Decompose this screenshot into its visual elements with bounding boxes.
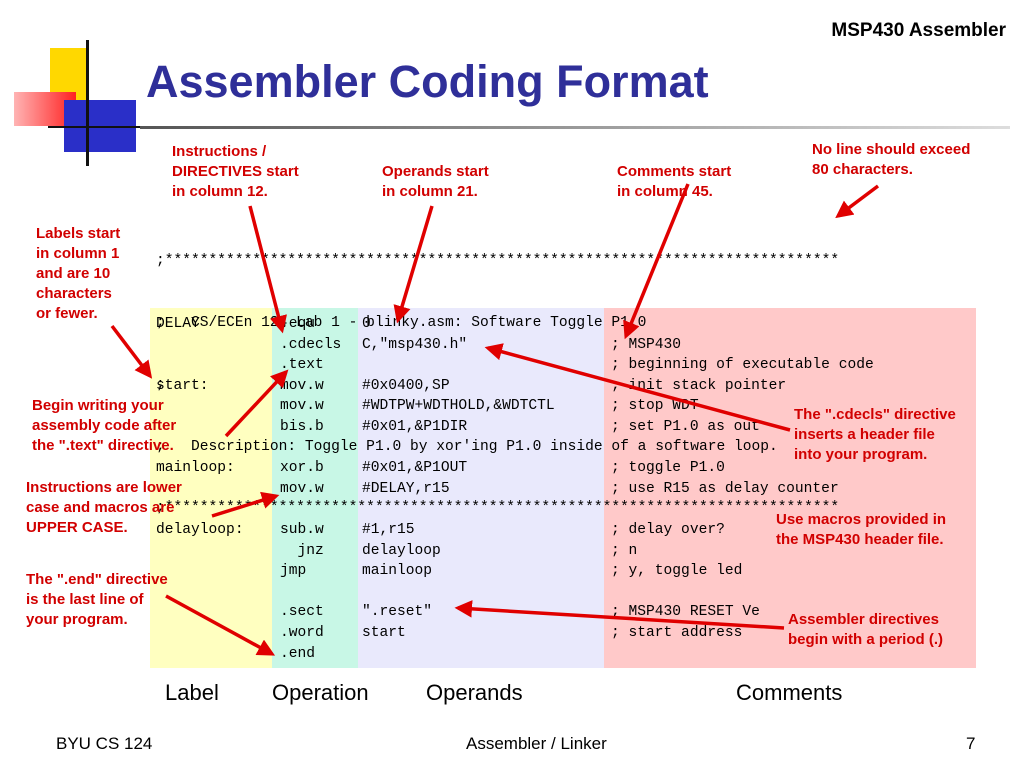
code-operation: jnz (280, 542, 324, 559)
code-line: DELAY .equ 0 (0, 314, 1024, 335)
code-operands: start (362, 625, 406, 641)
code-header-line: ;***************************************… (156, 500, 840, 517)
caption-comments: Comments (736, 680, 843, 705)
code-line: .sect ".reset" ; MSP430 RESET Ve (0, 602, 1024, 623)
code-label: start: (156, 377, 209, 394)
annotation-end-directive: The ".end" directive is the last line of… (26, 571, 168, 628)
code-comment: ; delay over? (611, 522, 725, 538)
code-header-comments: ;***************************************… (156, 210, 839, 540)
code-line: jmp mainloop ; y, toggle led (0, 561, 1024, 582)
arrow-lower-case (211, 491, 280, 518)
code-operation: .equ (280, 316, 316, 332)
arrow-to-comments (623, 183, 690, 340)
code-comment: ; MSP430 RESET Ve (611, 604, 760, 621)
code-line: bis.b #0x01,&P1DIR ; set P1.0 as out (0, 417, 1024, 438)
code-label: DELAY (156, 316, 200, 332)
code-operation: sub.w (280, 522, 324, 538)
arrow-to-instructions (248, 205, 287, 334)
code-comment: ; beginning of executable code (611, 357, 874, 374)
code-comment: ; use R15 as delay counter (611, 480, 839, 497)
code-operation: .word (280, 625, 324, 641)
code-operation: mov.w (280, 398, 324, 415)
arrow-to-operands (393, 205, 434, 324)
arrow-period-directives (454, 600, 785, 630)
code-operation: .text (280, 357, 324, 374)
code-operation: .sect (280, 604, 324, 621)
code-line: .text ; beginning of executable code (0, 355, 1024, 376)
code-line: .word start ; start address (0, 623, 1024, 644)
arrow-begin-writing (224, 369, 289, 438)
code-listing: DELAY .equ 0 .cdecls C,"msp430.h" ; MSP430 .te… (0, 314, 1024, 674)
code-header-line: ; (156, 376, 165, 393)
title-divider (140, 126, 1010, 129)
code-operands: #1,r15 (362, 522, 415, 538)
code-line: mainloop: xor.b #0x01,&P1OUT ; toggle P1.0 (0, 458, 1024, 479)
code-line: mov.w#WDTPW+WDTHOLD,&WDTCTL; stop WDT (0, 396, 1024, 417)
annotation-cdecls: The ".cdecls" directive inserts a header… (794, 406, 956, 463)
code-line: jnz delayloop ; n (0, 541, 1024, 562)
code-comment: ; toggle P1.0 (611, 460, 725, 477)
code-comment: ; n (611, 542, 638, 559)
code-line: .end (0, 644, 1024, 665)
page-title: Assembler Coding Format (146, 56, 709, 107)
caption-operation: Operation (272, 680, 369, 705)
comments-column (604, 308, 976, 668)
code-operands: #0x0400,SP (362, 377, 450, 394)
arrow-cdecls (484, 343, 791, 432)
code-operands: #WDTPW+WDTHOLD,&WDTCTL (362, 398, 555, 415)
arrow-line-limit (835, 184, 880, 219)
annotation-lower-case: Instructions are lower case and macros a… (26, 479, 182, 536)
code-operation: .cdecls (280, 336, 342, 353)
operation-column (272, 308, 358, 668)
annotation-comments-column: Comments start in column 45. (617, 163, 732, 200)
footer-course: BYU CS 124 (56, 734, 153, 753)
code-operands: #DELAY,r15 (362, 480, 450, 497)
code-operation: mov.w (280, 480, 324, 497)
code-comment: ; set P1.0 as out (611, 419, 760, 435)
code-header-line: ;***************************************… (156, 253, 840, 270)
code-line: start: mov.w #0x0400,SP ; init stack pointe… (0, 376, 1024, 397)
code-operands: 0 (362, 316, 371, 332)
code-operands: delayloop (362, 542, 441, 559)
annotation-period-directives: Assembler directives begin with a period… (788, 611, 943, 648)
annotation-begin-writing: Begin writing your assembly code after t… (32, 397, 177, 454)
code-operands: #0x01,&P1DIR (362, 419, 468, 435)
code-line: delayloop: sub.w #1,r15 ; delay over? (0, 520, 1024, 541)
annotation-line-limit: No line should exceed 80 characters. (812, 141, 971, 178)
code-operands: #0x01,&P1OUT (362, 460, 468, 477)
code-operation: mov.w (280, 377, 324, 394)
code-label: delayloop: (156, 522, 244, 538)
annotation-operands-column: Operands start in column 21. (382, 163, 489, 200)
arrow-labels (110, 324, 153, 379)
code-operation: .end (280, 645, 316, 662)
label-column (150, 308, 272, 668)
annotation-labels: Labels start in column 1 and are 10 char… (36, 225, 121, 322)
code-operands: mainloop (362, 563, 433, 580)
caption-operands: Operands (426, 680, 523, 705)
annotation-instructions-column: Instructions / DIRECTIVES start in colum… (172, 143, 299, 200)
caption-label: Label (165, 680, 219, 705)
annotation-macros: Use macros provided in the MSP430 header… (776, 511, 947, 548)
code-operands: C,"msp430.h" (362, 336, 468, 353)
code-operation: jmp (280, 563, 307, 580)
code-operation: bis.b (280, 419, 324, 435)
code-operands: ".reset" (362, 604, 433, 621)
code-comment: ; MSP430 (611, 336, 682, 353)
code-comment: ; start address (611, 625, 743, 641)
code-label: mainloop: (156, 460, 235, 477)
slide-topic: MSP430 Assembler (831, 20, 1006, 41)
code-comment: ; y, toggle led (611, 563, 743, 580)
page-number: 7 (966, 734, 976, 753)
code-line: mov.w #DELAY,r15 ; use R15 as delay counte… (0, 479, 1024, 500)
code-line: .cdecls C,"msp430.h" ; MSP430 (0, 335, 1024, 356)
code-header-line: ; Description: Toggle P1.0 by xor'ing P1… (156, 438, 778, 455)
arrow-end-directive (165, 594, 276, 656)
code-comment: ; init stack pointer (611, 377, 787, 394)
footer-topic: Assembler / Linker (466, 734, 607, 753)
code-operation: xor.b (280, 460, 324, 477)
